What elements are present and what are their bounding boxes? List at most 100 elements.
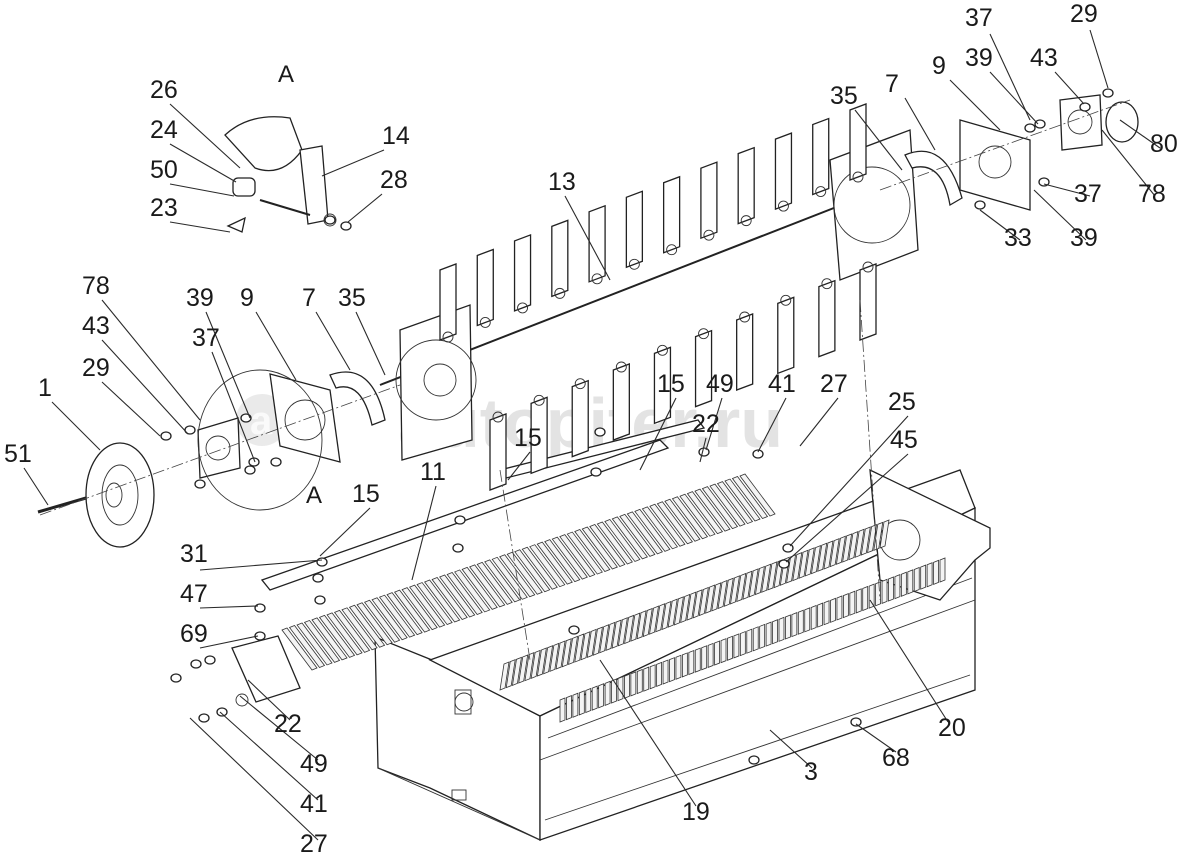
callout-7: 7 [302,284,316,312]
tooth [727,635,733,661]
tooth [739,630,746,657]
leader-line [101,299,201,421]
tooth [484,559,521,603]
knife-blade [736,313,754,391]
tooth [624,614,635,645]
tooth [767,561,778,591]
leader-line [189,717,319,841]
tooth [559,534,596,578]
tooth [604,680,611,706]
knife-blade [859,263,877,341]
tooth [698,586,709,617]
tooth [720,638,727,664]
tooth [348,604,386,648]
tooth [724,478,761,522]
callout-labels: 29 37 39 43 9 7 35 80 37 78 39 33 13 26 … [4,0,1178,858]
leader-line [101,339,189,435]
knife-blade [774,132,793,211]
blade-bolt [628,258,640,270]
tooth [630,671,637,697]
fastener [170,673,182,683]
tooth [792,551,803,582]
tooth [785,614,791,640]
tooth [798,549,809,579]
blade-bolt [656,344,668,356]
knife-blade [777,296,795,375]
leader-line [785,453,909,563]
tooth [830,597,836,623]
tooth [649,605,660,635]
callout-15: 15 [514,424,542,452]
tooth [681,652,688,678]
callout-80: 80 [1150,130,1178,158]
tooth [752,626,759,652]
blade-bolt [517,302,528,314]
tooth [641,506,679,550]
tooth [619,513,656,557]
knife-blade [662,175,681,254]
leader-line [199,605,259,609]
tooth [810,544,821,575]
tooth [748,568,759,598]
tooth [701,486,739,530]
fastener [568,625,580,635]
fastener [244,465,256,475]
tooth [356,602,393,646]
tooth [655,603,666,633]
tooth [854,528,865,558]
tooth [772,619,778,645]
callout-51: 51 [4,440,32,468]
tooth [318,614,356,658]
tooth [634,508,671,552]
blade-bolt [492,411,504,423]
tooth [939,557,946,583]
blade-bolt [780,294,792,306]
tooth [624,673,630,699]
tooth [311,617,348,661]
tooth [742,570,753,600]
blade-bolt [739,311,751,323]
tooth [669,657,675,683]
tooth [733,633,740,659]
tooth [566,531,603,575]
tooth [881,578,888,604]
tooth [469,564,506,608]
tooth [879,519,890,549]
leader-line [904,97,936,151]
tooth [636,610,647,640]
tooth [716,481,754,525]
tooth [536,541,573,585]
tooth [333,609,371,653]
tooth [611,516,648,560]
svg-text:a: a [250,399,273,443]
centre-lines [39,99,1131,661]
view-a-detail [224,116,351,233]
leader-line [989,33,1031,121]
callout-11: 11 [420,458,446,486]
tooth [592,626,603,656]
callout-49: 49 [706,370,734,398]
callout-39: 39 [965,44,993,72]
fastener [314,595,326,605]
fastener [1079,102,1091,112]
tooth [461,566,498,610]
fastener [254,631,266,641]
tooth [804,607,811,633]
tooth [675,654,682,680]
tooth [591,685,598,711]
tooth [544,539,581,583]
knife-blade [737,146,755,225]
tooth [424,579,461,623]
tooth [536,647,547,677]
leader-lines [23,29,1161,841]
callout-14: 14 [382,122,410,150]
leader-line [799,397,839,447]
tooth [656,661,663,687]
callout-15: 15 [657,370,685,398]
tooth [303,619,341,663]
callout-28: 28 [380,166,408,194]
leader-line [355,311,386,376]
blade-bolt [479,317,491,328]
tooth [694,488,731,532]
